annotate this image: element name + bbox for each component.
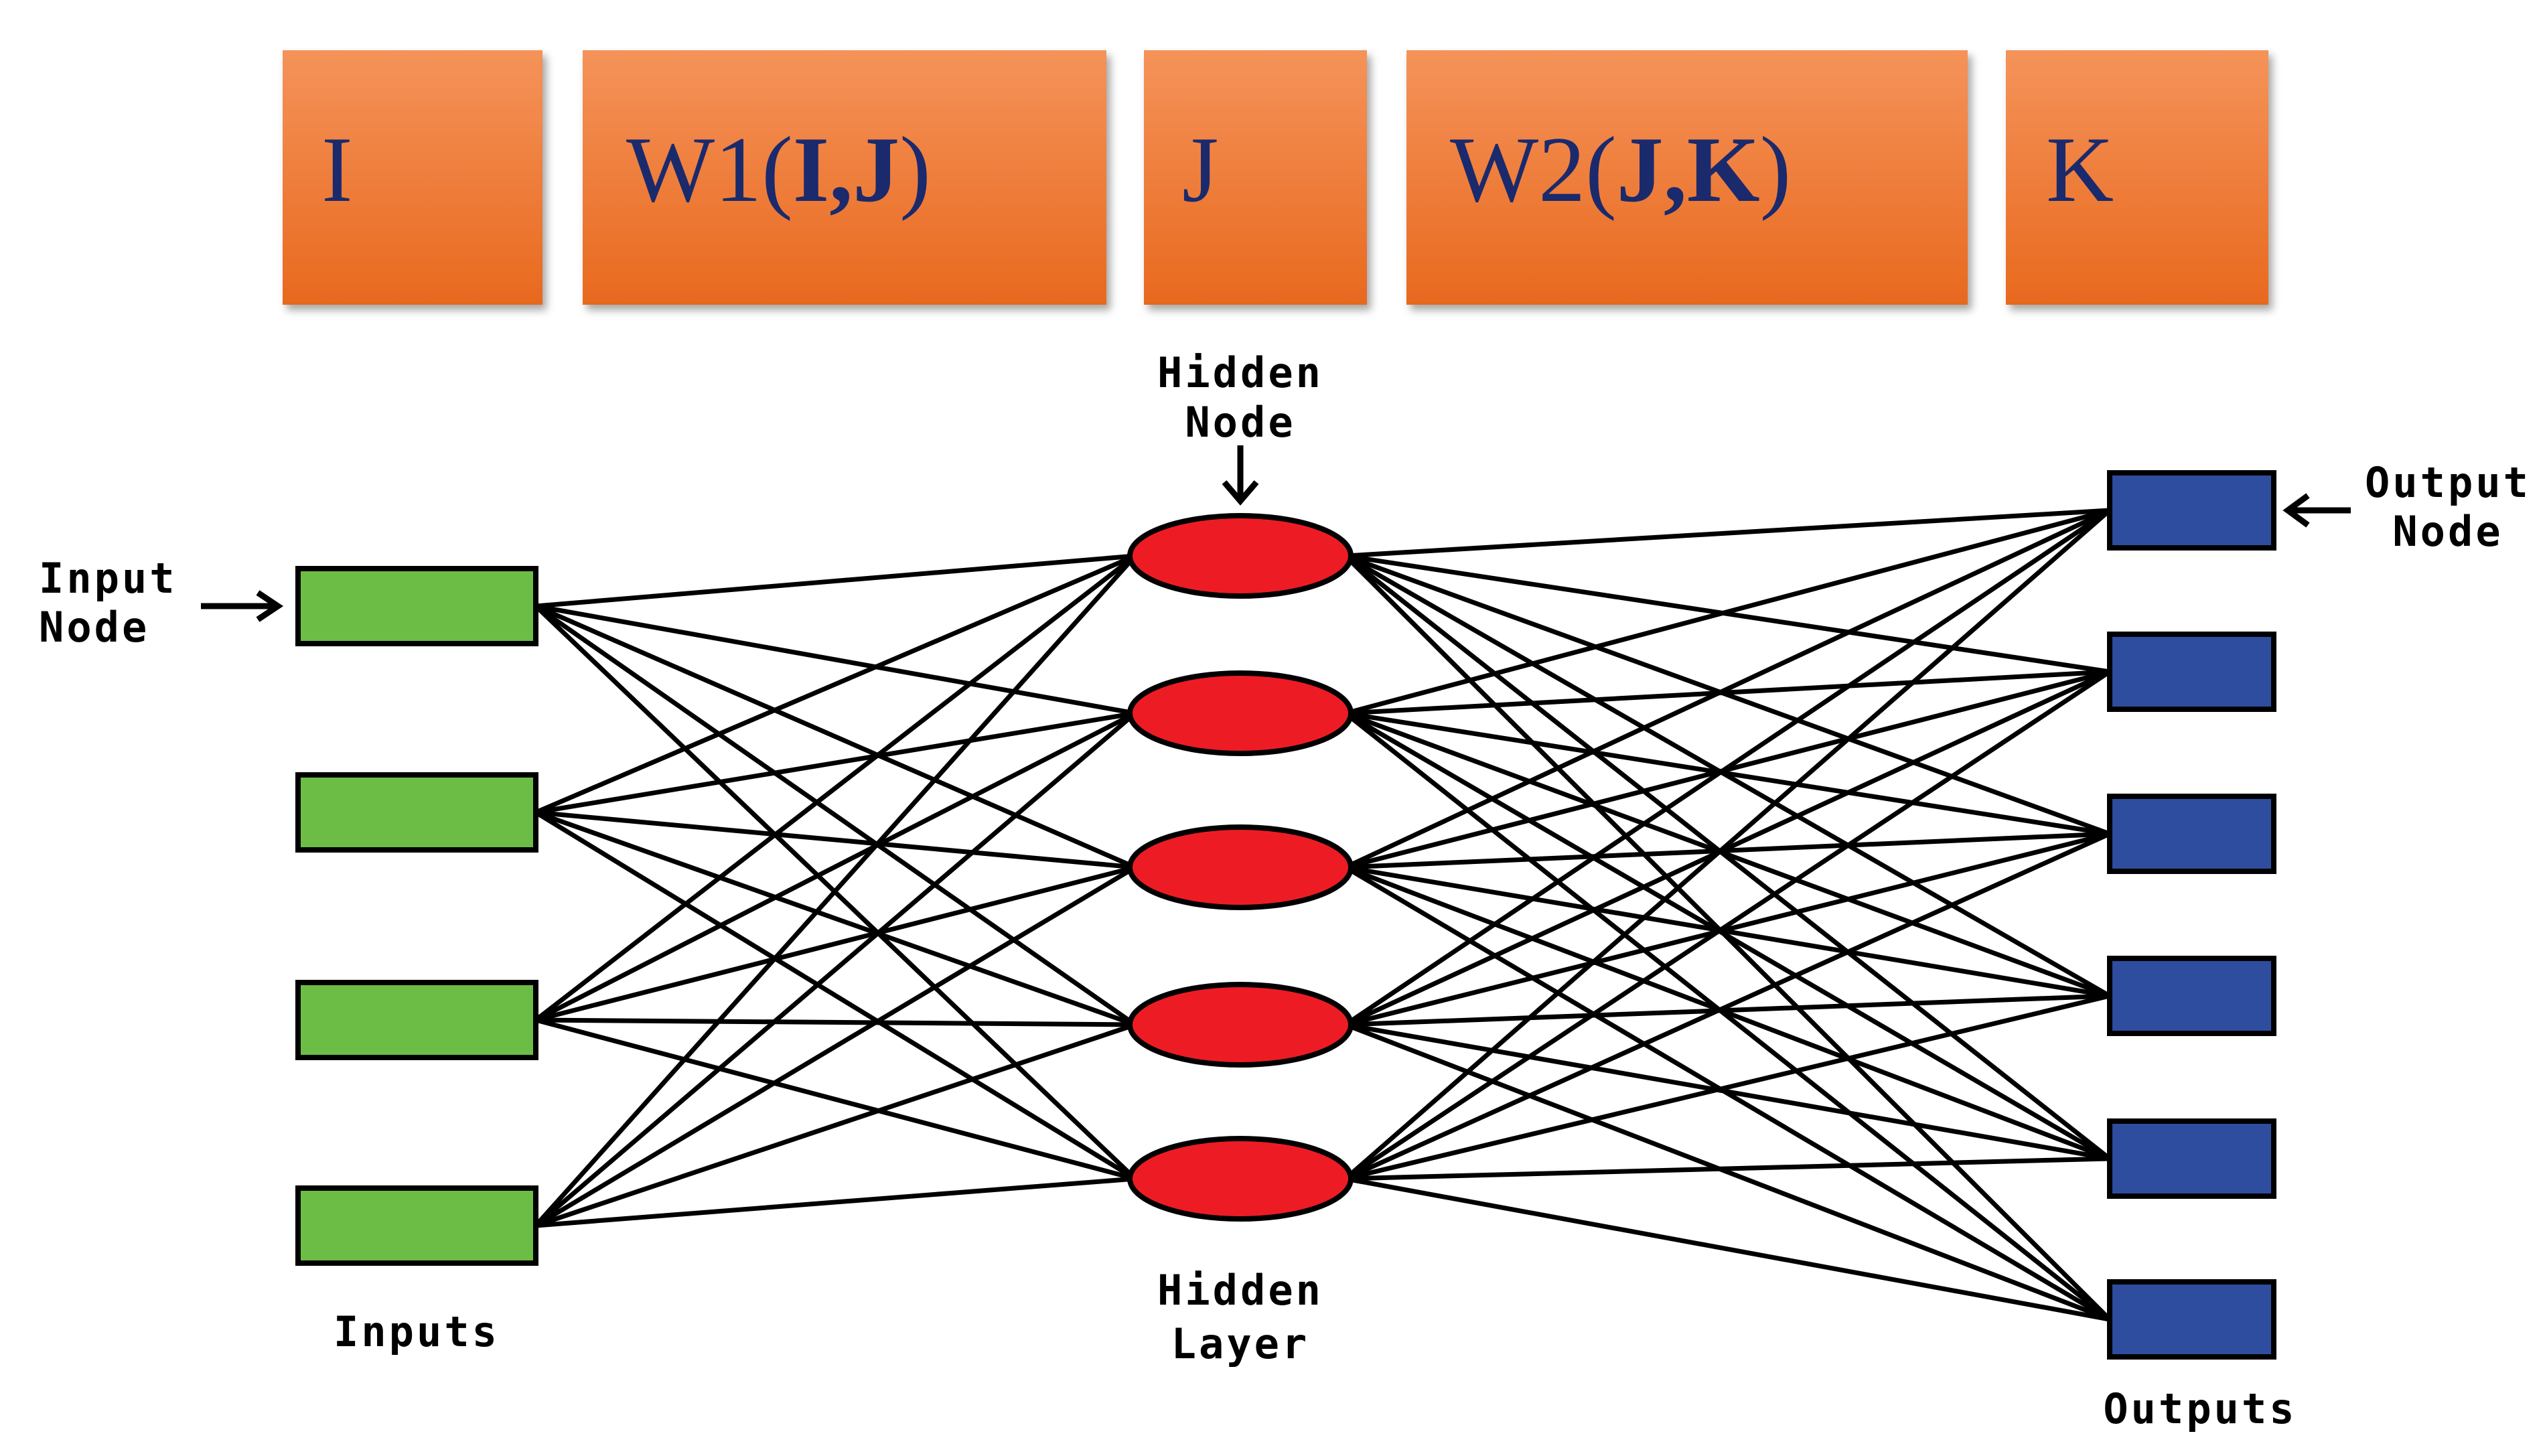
hidden-node-4 <box>1127 982 1354 1068</box>
input-node-2 <box>295 772 538 853</box>
output-node-label-line2: Node <box>2392 507 2503 556</box>
edge-hidden-5-output-6 <box>1345 1176 2110 1322</box>
output-node-2 <box>2107 632 2276 712</box>
edge-hidden-2-output-5 <box>1344 711 2111 1161</box>
edge-hidden-4-output-3 <box>1345 831 2110 1027</box>
output-node-label-line1: Output <box>2365 458 2531 507</box>
edge-input-2-hidden-3 <box>535 810 1136 870</box>
header-box-4-part-1: W2( <box>1450 118 1617 222</box>
edge-input-4-hidden-1 <box>534 554 1137 1228</box>
output-node-5 <box>2107 1118 2276 1199</box>
edge-input-1-hidden-4 <box>534 604 1137 1027</box>
header-box-4 <box>1406 50 1968 305</box>
hidden-node-label-line2: Node <box>1185 398 1295 447</box>
header-box-4-part-2: J,K <box>1617 118 1760 222</box>
input-node-4 <box>295 1185 538 1266</box>
input-node-1 <box>295 566 538 646</box>
input-node-label-line1: Input <box>39 554 177 603</box>
header-box-3 <box>1144 50 1367 305</box>
edge-hidden-5-output-1 <box>1343 508 2112 1181</box>
header-box-5-part-1: K <box>2046 118 2114 222</box>
edge-hidden-2-output-2 <box>1345 669 2110 716</box>
edge-input-1-hidden-3 <box>534 603 1137 870</box>
header-box-label-3: J <box>1182 118 1218 222</box>
header-box-5 <box>2006 50 2268 305</box>
edge-hidden-5-output-3 <box>1344 831 2111 1181</box>
output-node-1 <box>2107 470 2276 551</box>
edge-input-2-hidden-2 <box>535 711 1136 815</box>
edge-input-3-hidden-2 <box>534 711 1137 1023</box>
output-node-arrow-icon <box>2282 493 2351 528</box>
hidden-node-5 <box>1127 1136 1354 1222</box>
edge-hidden-2-output-1 <box>1345 508 2110 716</box>
edge-input-3-hidden-4 <box>535 1017 1136 1027</box>
header-box-label-5: K <box>2046 118 2114 222</box>
output-node-6 <box>2107 1279 2276 1360</box>
edge-input-4-hidden-5 <box>535 1176 1136 1228</box>
edge-hidden-1-output-1 <box>1345 508 2110 559</box>
edge-hidden-2-output-3 <box>1345 711 2110 836</box>
edge-hidden-5-output-4 <box>1345 993 2110 1181</box>
input-node-arrow-icon <box>201 590 284 622</box>
inputs-label: Inputs <box>334 1307 500 1356</box>
hidden-node-2 <box>1127 670 1354 756</box>
edge-hidden-4-output-6 <box>1344 1022 2111 1322</box>
header-box-3-part-1: J <box>1182 118 1218 222</box>
header-box-1 <box>283 50 542 305</box>
header-boxes: I W1(I,J) J W2(J,K) K <box>283 50 2268 305</box>
hidden-layer-label-line1: Hidden <box>1157 1266 1323 1315</box>
edge-input-4-hidden-2 <box>534 711 1137 1228</box>
edge-hidden-4-output-5 <box>1345 1022 2110 1161</box>
edge-input-4-hidden-3 <box>534 865 1137 1228</box>
hidden-node-3 <box>1127 824 1354 910</box>
header-box-1-part-1: I <box>321 118 353 222</box>
header-box-2-part-3: ) <box>899 118 931 222</box>
input-node-3 <box>295 980 538 1060</box>
edge-input-4-hidden-4 <box>534 1022 1137 1228</box>
hidden-node-1 <box>1127 513 1354 599</box>
header-box-label-2: W1(I,J) <box>626 118 931 222</box>
outputs-label: Outputs <box>2103 1384 2297 1433</box>
edge-input-1-hidden-1 <box>535 553 1136 609</box>
hidden-node-label-line1: Hidden <box>1157 348 1323 397</box>
edge-hidden-4-output-4 <box>1345 993 2110 1027</box>
edge-hidden-4-output-2 <box>1344 669 2111 1027</box>
hidden-node-arrow-icon <box>1222 445 1259 506</box>
edge-hidden-4-output-1 <box>1344 508 2111 1027</box>
edge-hidden-2-output-4 <box>1344 711 2111 999</box>
edge-input-3-hidden-1 <box>534 554 1137 1022</box>
edge-input-2-hidden-5 <box>534 810 1137 1181</box>
header-box-label-1: I <box>321 118 353 222</box>
header-box-4-part-3: ) <box>1760 118 1792 222</box>
edge-input-3-hidden-5 <box>535 1017 1136 1181</box>
output-node-3 <box>2107 794 2276 874</box>
input-node-label-line2: Node <box>39 603 149 652</box>
hidden-layer-label-line2: Layer <box>1171 1319 1310 1368</box>
edge-input-3-hidden-3 <box>535 865 1136 1023</box>
header-box-2-part-2: I,J <box>793 118 899 222</box>
edge-input-1-hidden-2 <box>535 603 1136 716</box>
edge-hidden-5-output-2 <box>1344 670 2111 1181</box>
edge-hidden-3-output-5 <box>1344 865 2111 1161</box>
connections <box>534 508 2112 1322</box>
edge-hidden-1-output-5 <box>1343 554 2112 1161</box>
header-box-label-4: W2(J,K) <box>1450 118 1791 222</box>
nodes <box>295 470 2276 1360</box>
header-box-2 <box>583 50 1106 305</box>
edge-hidden-5-output-5 <box>1345 1156 2110 1181</box>
edge-input-2-hidden-4 <box>534 810 1137 1027</box>
header-box-2-part-1: W1( <box>626 118 793 222</box>
edge-input-2-hidden-1 <box>534 553 1137 815</box>
edge-hidden-2-output-6 <box>1343 711 2112 1321</box>
edge-hidden-3-output-1 <box>1344 508 2111 870</box>
output-node-4 <box>2107 956 2276 1036</box>
